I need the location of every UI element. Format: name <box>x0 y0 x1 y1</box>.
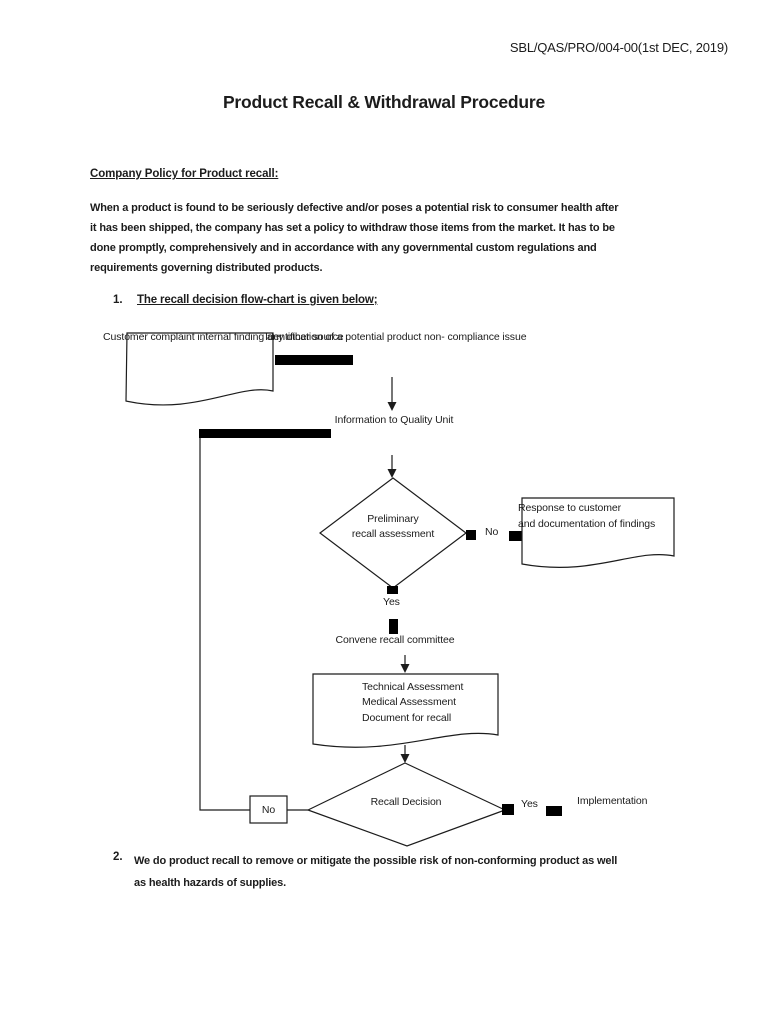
connector-bar-1 <box>275 355 353 365</box>
flowchart-preliminary-assessment-label: Preliminary recall assessment <box>351 513 435 540</box>
arrow-1-head <box>387 402 397 411</box>
flowchart-yes-label-1: Yes <box>383 596 400 608</box>
flowchart-identification-label: Identification of a potential product no… <box>265 331 527 343</box>
flowchart-convene-committee-label: Convene recall committee <box>335 634 455 646</box>
connector-square-e <box>546 806 562 816</box>
flowchart-source-label: Customer complaint internal finding any … <box>103 331 344 343</box>
technical-document-shape <box>312 673 499 748</box>
flowchart-implementation-label: Implementation <box>577 795 648 807</box>
document-code: SBL/QAS/PRO/004-00(1st DEC, 2019) <box>509 40 728 55</box>
source-document-shape <box>125 332 274 406</box>
flowchart-response-doc-label: Response to customer and documentation o… <box>518 502 656 530</box>
list-item-1-number: 1. <box>113 294 123 306</box>
response-document-shape <box>521 497 675 568</box>
connector-square-a <box>466 530 476 540</box>
connector-bar-3 <box>389 619 398 634</box>
no-box-shape <box>249 795 288 824</box>
section-heading: Company Policy for Product recall: <box>90 168 279 180</box>
connector-square-d <box>502 804 514 815</box>
policy-paragraph: When a product is found to be seriously … <box>90 202 619 274</box>
arrow-2-head <box>387 469 397 478</box>
connector-bar-2 <box>199 429 331 438</box>
flowchart-yes-label-2: Yes <box>521 798 538 810</box>
list-item-2-text: We do product recall to remove or mitiga… <box>134 855 618 889</box>
connector-square-b <box>509 531 524 541</box>
connector-square-c <box>387 586 398 594</box>
flowchart-no-box-label: No <box>261 804 276 816</box>
arrow-4-head <box>400 754 410 763</box>
arrow-3-head <box>400 664 410 673</box>
feedback-line <box>199 438 250 811</box>
page-title: Product Recall & Withdrawal Procedure <box>222 92 546 112</box>
flowchart-no-label-1: No <box>485 526 499 538</box>
recall-decision-diamond <box>306 762 507 847</box>
flowchart-technical-doc-label: Technical Assessment Medical Assessment … <box>362 681 464 724</box>
flowchart-recall-decision-label: Recall Decision <box>370 796 442 808</box>
list-item-2-number: 2. <box>113 851 123 863</box>
flowchart-info-quality-unit-label: Information to Quality Unit <box>334 414 454 426</box>
list-item-1-text: The recall decision flow-chart is given … <box>137 294 378 306</box>
